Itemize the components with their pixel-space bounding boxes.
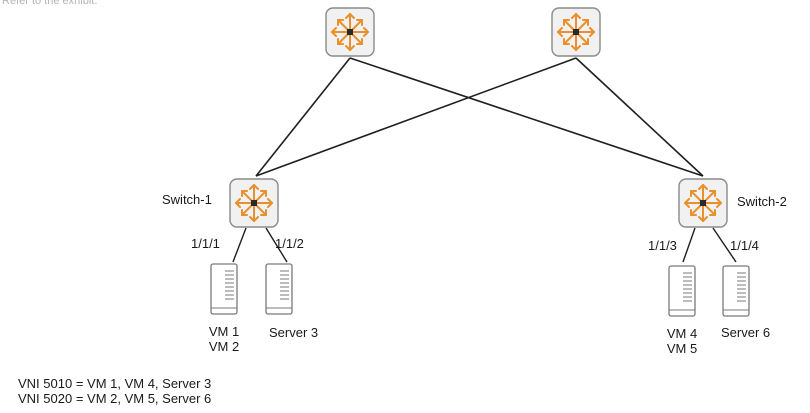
spine1-router-switch-icon: [325, 7, 375, 57]
endpoint-label-server3: Server 3: [269, 325, 319, 340]
port-label-1-1-3: 1/1/3: [648, 238, 677, 253]
switch1-label: Switch-1: [162, 192, 212, 207]
vni-legend-5010: VNI 5010 = VM 1, VM 4, Server 3: [18, 376, 212, 391]
link-switch1-spine1: [255, 57, 351, 177]
link-switch2-port113: [682, 227, 696, 263]
endpoint-label-vm4: VM 4: [666, 326, 698, 341]
port-label-1-1-1: 1/1/1: [191, 236, 220, 251]
link-switch1-port112: [265, 227, 288, 263]
link-switch2-port114: [712, 227, 737, 263]
server-icon-vm1-vm2: [210, 263, 238, 315]
link-switch1-port111: [232, 227, 247, 263]
vni-legend-5020: VNI 5020 = VM 2, VM 5, Server 6: [18, 391, 212, 406]
endpoint-label-vm2: VM 2: [208, 339, 240, 354]
switch1-router-switch-icon: [229, 178, 279, 228]
server-icon-vm4-vm5: [668, 265, 696, 317]
endpoint-label-vm1: VM 1: [208, 324, 240, 339]
port-label-1-1-2: 1/1/2: [275, 236, 304, 251]
server-icon-server6: [722, 265, 750, 317]
endpoint-label-vm5: VM 5: [666, 341, 698, 356]
link-switch1-spine2: [255, 57, 577, 177]
endpoint-label-server6: Server 6: [721, 325, 771, 340]
link-switch2-spine1: [349, 57, 704, 177]
switch2-label: Switch-2: [737, 194, 787, 209]
server-icon-server3: [265, 263, 293, 315]
endpoint-label-vm1-vm2: VM 1 VM 2: [198, 324, 250, 354]
endpoint-label-vm4-vm5: VM 4 VM 5: [656, 326, 708, 356]
exhibit-header: Refer to the exhibit.: [2, 0, 98, 7]
switch2-router-switch-icon: [678, 178, 728, 228]
link-switch2-spine2: [575, 57, 704, 177]
port-label-1-1-4: 1/1/4: [730, 238, 759, 253]
spine2-router-switch-icon: [551, 7, 601, 57]
